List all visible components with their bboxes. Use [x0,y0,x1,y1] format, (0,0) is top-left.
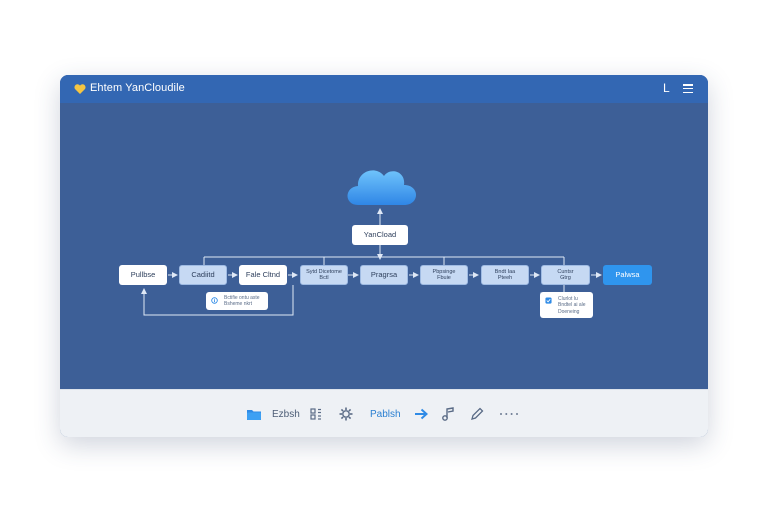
node-1-label: Pullbse [130,270,156,280]
settings-tool-button[interactable] [339,406,353,422]
note-2-line-1: Clurlot lu [558,296,578,302]
node-9-label: Palwsa [615,270,640,280]
node-7-sublabel: Pteeh [497,275,513,281]
app-window: Ehtem YanCloudile L [60,75,708,437]
node-2[interactable]: Cadiitd [179,265,227,285]
folder-tool-label: Ezbsh [272,408,300,420]
arrow-right-icon [415,408,428,420]
node-2-label: Cadiitd [191,270,215,280]
note-2[interactable]: Clurlot lu Bndtel ai ale Doeneing [540,292,593,318]
publish-label: Pablsh [370,408,401,420]
more-button[interactable] [499,406,519,422]
node-3[interactable]: Fale Cltnd [239,265,287,285]
note-2-line-3: Doeneing [558,308,580,315]
pencil-icon [471,407,484,420]
connector-layer [141,170,602,316]
node-4-label: Sytd Dicetome [306,268,342,275]
titlebar-l-button[interactable]: L [663,81,670,95]
note-2-line-2: Bndtel ai ale [558,302,586,309]
draw-tool-button[interactable] [470,406,484,422]
note-info-icon [211,297,218,304]
publish-button[interactable]: Pablsh [370,406,401,422]
grid-tool-button[interactable] [310,406,322,422]
note-check-icon [545,297,552,304]
cloud-icon [347,170,416,205]
node-6-sublabel: Fbuie [437,275,451,281]
diagram-canvas: YanCload Pullbse Cadiitd Fale Cltnd Sytd… [60,103,708,389]
root-node-label: YanCload [363,230,397,240]
music-note-icon [442,407,454,421]
feedback-loop-connector [141,285,294,316]
bottom-toolbar: Ezbsh Pablsh [60,389,708,437]
note-1-line-1: Bctifie ontu aste [224,295,260,301]
gear-icon [339,407,353,421]
arrow-tool-button[interactable] [414,406,428,422]
node-1[interactable]: Pullbse [119,265,167,285]
node-6-label: Pbpsinge [432,268,456,275]
note-1-line-2: Bsheme nkrt [224,301,253,308]
folder-icon [247,409,261,420]
node-9[interactable]: Palwsa [603,265,652,285]
node-8-sublabel: Gtrg [560,275,571,281]
node-8-label: Cuntsr [557,268,574,275]
menu-icon[interactable] [683,84,693,94]
node-7-label: Bndt Iaa [494,268,516,275]
node-3-label: Fale Cltnd [245,270,281,280]
grid-icon [310,408,321,420]
folder-tool-button[interactable]: Ezbsh [246,406,300,422]
window-title: Ehtem YanCloudile [90,82,185,94]
note-1[interactable]: Bctifie ontu aste Bsheme nkrt [206,292,268,310]
title-bar: Ehtem YanCloudile L [60,75,708,103]
more-icon [500,413,518,415]
node-5[interactable]: Pragrsa [360,265,408,285]
node-4-sublabel: Bctl [319,275,329,281]
node-5-label: Pragrsa [370,270,398,280]
audio-tool-button[interactable] [442,406,454,422]
heart-logo-icon [74,84,86,94]
root-node[interactable]: YanCload [352,225,408,245]
